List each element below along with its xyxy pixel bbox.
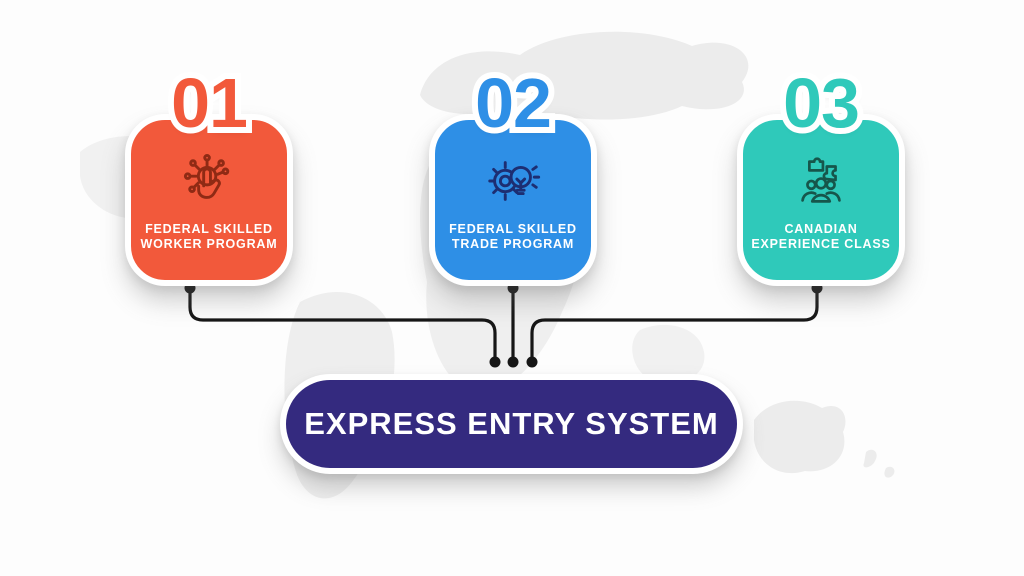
program-title: CANADIAN EXPERIENCE CLASS	[751, 222, 891, 251]
teamwork-puzzle-icon	[790, 150, 852, 212]
express-entry-banner: EXPRESS ENTRY SYSTEM	[280, 374, 743, 474]
gear-lightbulb-icon	[482, 150, 544, 212]
program-title: FEDERAL SKILLED WORKER PROGRAM	[140, 222, 278, 251]
touch-interactive-icon	[178, 150, 240, 212]
banner-label: EXPRESS ENTRY SYSTEM	[304, 406, 719, 441]
program-title: FEDERAL SKILLED TRADE PROGRAM	[449, 222, 577, 251]
